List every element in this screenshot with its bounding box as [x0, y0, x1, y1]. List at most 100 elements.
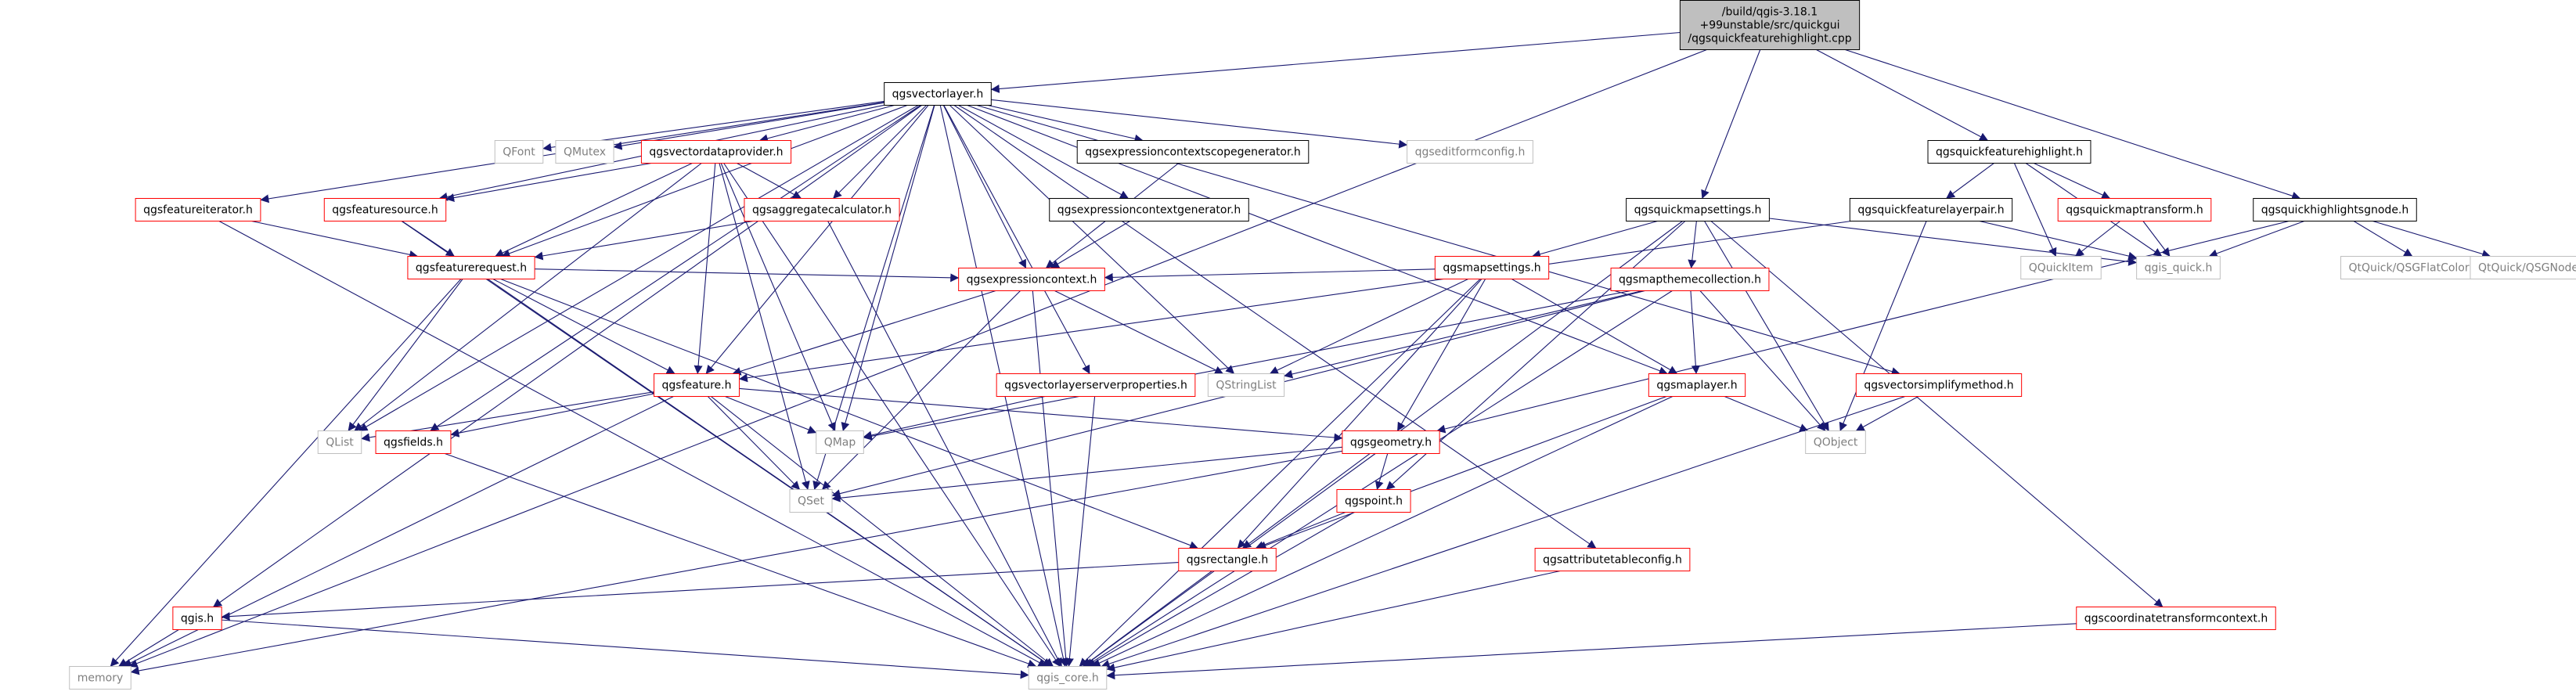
node-qgsexpressioncontextgenerator[interactable]: qgsexpressioncontextgenerator.h	[1049, 198, 1249, 221]
edge-qgsvectordataprovider-to-qmap	[720, 163, 836, 432]
edge-qgsmapthemecollection-to-qmap	[863, 290, 1631, 441]
edge-qgsvectorlayer-to-qgsexpressioncontextgenerator	[958, 105, 1129, 199]
node-qgscoordinatetransformcontext[interactable]: qgscoordinatetransformcontext.h	[2076, 607, 2276, 630]
node-qset: QSet	[789, 489, 833, 513]
edge-qgsmaplayer-to-qgsrectangle	[1257, 395, 1667, 550]
node-box	[2076, 607, 2276, 630]
node-box	[884, 82, 992, 106]
node-label: QObject	[1814, 437, 1858, 449]
dependency-edges	[110, 31, 2491, 680]
node-qgsquickfeaturelayerpair[interactable]: qgsquickfeaturelayerpair.h	[1849, 198, 2013, 221]
node-qgsexpressioncontext[interactable]: qgsexpressioncontext.h	[958, 268, 1105, 291]
node-box	[1626, 198, 1770, 221]
node-label: qgsexpressioncontextscopegenerator.h	[1085, 146, 1301, 159]
node-qstringlist: QStringList	[1207, 373, 1285, 397]
edge-qgsmapsettings-to-qgsgeometry	[1396, 279, 1486, 431]
edge-qgsquickhighlightsgnode-to-qgsgeometry	[1436, 220, 2290, 434]
node-qmap: QMap	[816, 430, 864, 454]
edge-qgsrectangle-to-qgis_core	[1083, 571, 1212, 667]
edge-qgsquickfeaturehighlight-to-qquickitem	[2013, 163, 2057, 257]
node-qgsquickhighlightsgnode[interactable]: qgsquickhighlightsgnode.h	[2253, 198, 2417, 221]
node-label: qgis_core.h	[1036, 672, 1099, 685]
node-qgspoint[interactable]: qgspoint.h	[1336, 489, 1411, 513]
edge-qgsvectorlayer-to-qgsexpressioncontext	[942, 105, 1027, 268]
node-box	[958, 268, 1105, 291]
node-qgis_core: qgis_core.h	[1028, 666, 1108, 690]
edge-qgsvectorsimplifymethod-to-qgis_core	[1101, 395, 1906, 668]
edge-qgsfeaturerequest-to-qgsfeature	[492, 279, 676, 374]
node-box	[375, 430, 452, 454]
node-box	[494, 140, 544, 164]
edge-root-to-qgsquickmapsettings	[1701, 49, 1761, 200]
node-label: qgsfeaturerequest.h	[416, 262, 527, 275]
node-qfont: QFont	[494, 140, 544, 164]
node-qgsvectorsimplifymethod[interactable]: qgsvectorsimplifymethod.h	[1855, 373, 2023, 397]
node-qgsquickmapsettings[interactable]: qgsquickmapsettings.h	[1626, 198, 1770, 221]
node-qgsquickfeaturehighlight[interactable]: qgsquickfeaturehighlight.h	[1927, 140, 2091, 164]
node-box	[1534, 548, 1691, 571]
edge-qgsvectorlayer-to-qstringlist	[949, 105, 1235, 374]
node-label: QList	[326, 437, 354, 449]
edge-root-to-qgsquickhighlightsgnode	[1845, 49, 2301, 200]
node-box	[1028, 666, 1108, 690]
node-qgsfeaturerequest[interactable]: qgsfeaturerequest.h	[407, 256, 535, 279]
edge-qgsmapthemecollection-to-qstringlist	[1284, 290, 1643, 379]
edge-qgsquickfeaturelayerpair-to-qgis_quick	[1979, 220, 2138, 261]
edge-qgsquickfeaturelayerpair-to-qobject	[1839, 221, 1927, 432]
node-qgsfeaturesource[interactable]: qgsfeaturesource.h	[323, 198, 447, 221]
node-box	[1927, 140, 2091, 164]
edge-qgsvectorlayer-to-qgsaggregatecalculator	[833, 105, 927, 199]
node-qgsfeature[interactable]: qgsfeature.h	[654, 373, 740, 397]
node-label: /qgsquickfeaturehighlight.cpp	[1688, 33, 1851, 45]
edge-qgsfeature-to-qgsfields	[450, 393, 654, 438]
node-qgsaggregatecalculator[interactable]: qgsaggregatecalculator.h	[744, 198, 900, 221]
node-label: qgsaggregatecalculator.h	[752, 204, 892, 217]
node-qsgnode: QtQuick/QSGNode	[2470, 256, 2576, 279]
node-label: qgsquickhighlightsgnode.h	[2261, 204, 2409, 217]
node-label: qgis_quick.h	[2145, 262, 2213, 275]
node-qgsvectordataprovider[interactable]: qgsvectordataprovider.h	[640, 140, 792, 164]
edge-qgsquickmaptransform-to-qgis_quick	[2142, 221, 2171, 257]
node-label: qgsquickfeaturehighlight.h	[1936, 146, 2083, 159]
edge-qgsvectorlayer-to-qgsexpressioncontextscopegenerator	[987, 104, 1144, 143]
edge-qgsfeatureiterator-to-qgis_core	[218, 221, 1047, 667]
node-qgsmapsettings[interactable]: qgsmapsettings.h	[1434, 256, 1550, 279]
node-qgseditformconfig: qgseditformconfig.h	[1407, 140, 1533, 164]
node-qgsattributetableconfig[interactable]: qgsattributetableconfig.h	[1534, 548, 1691, 571]
edge-qgsgeometry-to-qgspoint	[1374, 453, 1389, 491]
node-qgsmaplayer[interactable]: qgsmaplayer.h	[1648, 373, 1746, 397]
node-qgsgeometry[interactable]: qgsgeometry.h	[1342, 430, 1440, 454]
node-qgsfeatureiterator[interactable]: qgsfeatureiterator.h	[135, 198, 261, 221]
node-qgsmapthemecollection[interactable]: qgsmapthemecollection.h	[1610, 268, 1770, 291]
edge-qgspoint-to-qgis_core	[1086, 512, 1355, 667]
node-box	[1434, 256, 1550, 279]
node-label: qgsquickfeaturelayerpair.h	[1857, 204, 2004, 217]
node-qgsfields[interactable]: qgsfields.h	[375, 430, 452, 454]
node-root[interactable]: /build/qgis-3.18.1+99unstable/src/quickg…	[1679, 0, 1861, 50]
node-label: qgsfeatureiterator.h	[143, 204, 253, 217]
node-box	[1407, 140, 1533, 164]
edge-qgsvectorlayer-to-qgsvectordataprovider	[758, 104, 895, 143]
edge-qgsvectorlayer-to-qmap	[841, 105, 935, 432]
node-qgsexpressioncontextscopegenerator[interactable]: qgsexpressioncontextscopegenerator.h	[1076, 140, 1310, 164]
node-label: qgsexpressioncontextgenerator.h	[1057, 204, 1241, 217]
edge-qgsvectorlayerserverproperties-to-qmap	[863, 395, 1046, 440]
node-label: qgis.h	[181, 613, 214, 625]
node-qgis[interactable]: qgis.h	[172, 607, 222, 630]
node-qgsrectangle[interactable]: qgsrectangle.h	[1178, 548, 1277, 571]
node-box	[654, 373, 740, 397]
node-label: QtQuick/QSGNode	[2478, 262, 2576, 275]
node-label: qgseditformconfig.h	[1415, 146, 1526, 159]
node-qgsvectorlayerserverproperties[interactable]: qgsvectorlayerserverproperties.h	[996, 373, 1196, 397]
node-qlist: QList	[317, 430, 362, 454]
edge-qgsmapthemecollection-to-qgsmaplayer	[1690, 290, 1700, 375]
edge-qgsmapsettings-to-qgsrectangle	[1237, 279, 1483, 549]
edge-qgsquickmapsettings-to-qgsmapsettings	[1532, 220, 1658, 258]
node-box	[1336, 489, 1411, 513]
node-qgsquickmaptransform[interactable]: qgsquickmaptransform.h	[2057, 198, 2212, 221]
node-qgsvectorlayer[interactable]: qgsvectorlayer.h	[884, 82, 992, 106]
edge-qgsquickmapsettings-to-qgis_quick	[1769, 218, 2138, 266]
node-box	[2057, 198, 2212, 221]
edge-qgsrectangle-to-qgis	[221, 561, 1179, 621]
